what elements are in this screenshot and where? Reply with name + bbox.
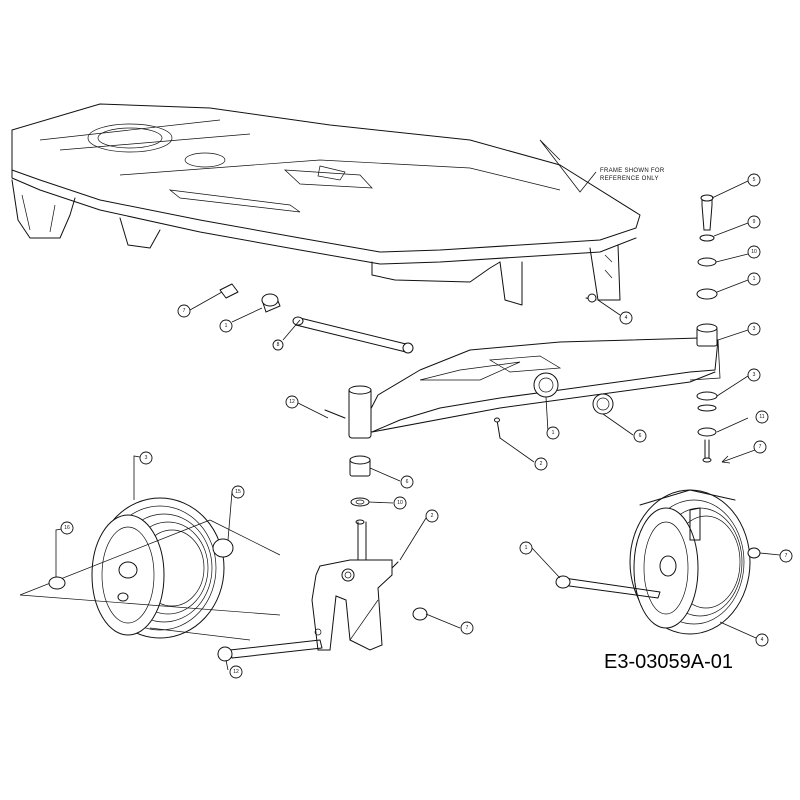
svg-text:1: 1 [225,323,228,329]
callout-6b: 6 [400,475,414,489]
callout-12: 12 [285,395,299,409]
svg-text:1: 1 [552,430,555,436]
callout-11: 11 [755,410,769,424]
callout-3c: 3 [139,451,153,465]
svg-text:4: 4 [625,315,628,321]
spindle-bracket [311,521,399,651]
callout-9: 9 [747,215,761,229]
left-wheel [19,497,428,662]
callout-1d: 1 [519,541,533,555]
callout-2b: 2 [425,509,439,523]
spindle-stack [696,194,756,464]
svg-text:12: 12 [289,399,295,405]
callout-5: 5 [747,173,761,187]
svg-text:1: 1 [753,276,756,282]
callout-1b: 1 [747,272,761,286]
callout-3: 3 [747,322,761,336]
svg-text:4: 4 [761,637,764,643]
svg-text:10: 10 [751,249,757,255]
svg-text:15: 15 [235,489,241,495]
svg-text:11: 11 [759,414,764,420]
frame-note-line1: FRAME SHOWN FOR [600,168,665,174]
svg-text:8: 8 [277,342,280,348]
svg-text:2: 2 [431,513,434,519]
callout-10: 10 [747,245,761,259]
svg-text:5: 5 [753,177,756,183]
svg-text:7: 7 [466,625,469,631]
callout-10b: 10 [393,496,407,510]
callout-8: 8 [272,339,284,351]
callout-16: 16 [60,521,74,535]
svg-text:9: 9 [753,219,756,225]
svg-text:7: 7 [785,553,788,559]
callout-12b: 12 [229,665,243,679]
callout-2: 2 [534,457,548,471]
svg-text:10: 10 [397,500,403,506]
callout-7b: 7 [753,440,767,454]
callout-7d: 7 [779,549,793,563]
svg-text:3: 3 [753,372,756,378]
leader-lines [55,180,781,671]
callout-1c: 1 [546,426,560,440]
spindle-bushing-set [349,455,371,525]
callout-4b: 4 [755,633,769,647]
right-wheel [555,489,761,635]
callout-labels: 7 1 8 4 5 9 10 1 3 3 11 7 12 1 6 2 6 10 … [60,173,793,679]
svg-text:7: 7 [759,444,762,450]
callout-7c: 7 [460,621,474,635]
svg-text:6: 6 [406,479,409,485]
svg-text:1: 1 [525,545,528,551]
frame-note-line2: REFERENCE ONLY [600,176,659,182]
callout-15: 15 [231,485,245,499]
drawing-code: E3-03059A-01 [604,651,733,673]
callout-7: 7 [177,304,191,318]
callout-4: 4 [619,311,633,325]
front-axle [324,337,719,439]
callout-1: 1 [219,319,233,333]
svg-text:12: 12 [233,669,239,675]
callout-3b: 3 [747,368,761,382]
svg-text:2: 2 [540,461,543,467]
svg-text:6: 6 [639,433,642,439]
callout-6: 6 [633,429,647,443]
svg-text:7: 7 [183,308,186,314]
svg-text:16: 16 [64,525,70,531]
pivot-tube [219,283,597,354]
svg-text:3: 3 [145,455,148,461]
tractor-frame: FRAME SHOWN FOR REFERENCE ONLY [11,103,665,306]
svg-text:3: 3 [753,326,756,332]
